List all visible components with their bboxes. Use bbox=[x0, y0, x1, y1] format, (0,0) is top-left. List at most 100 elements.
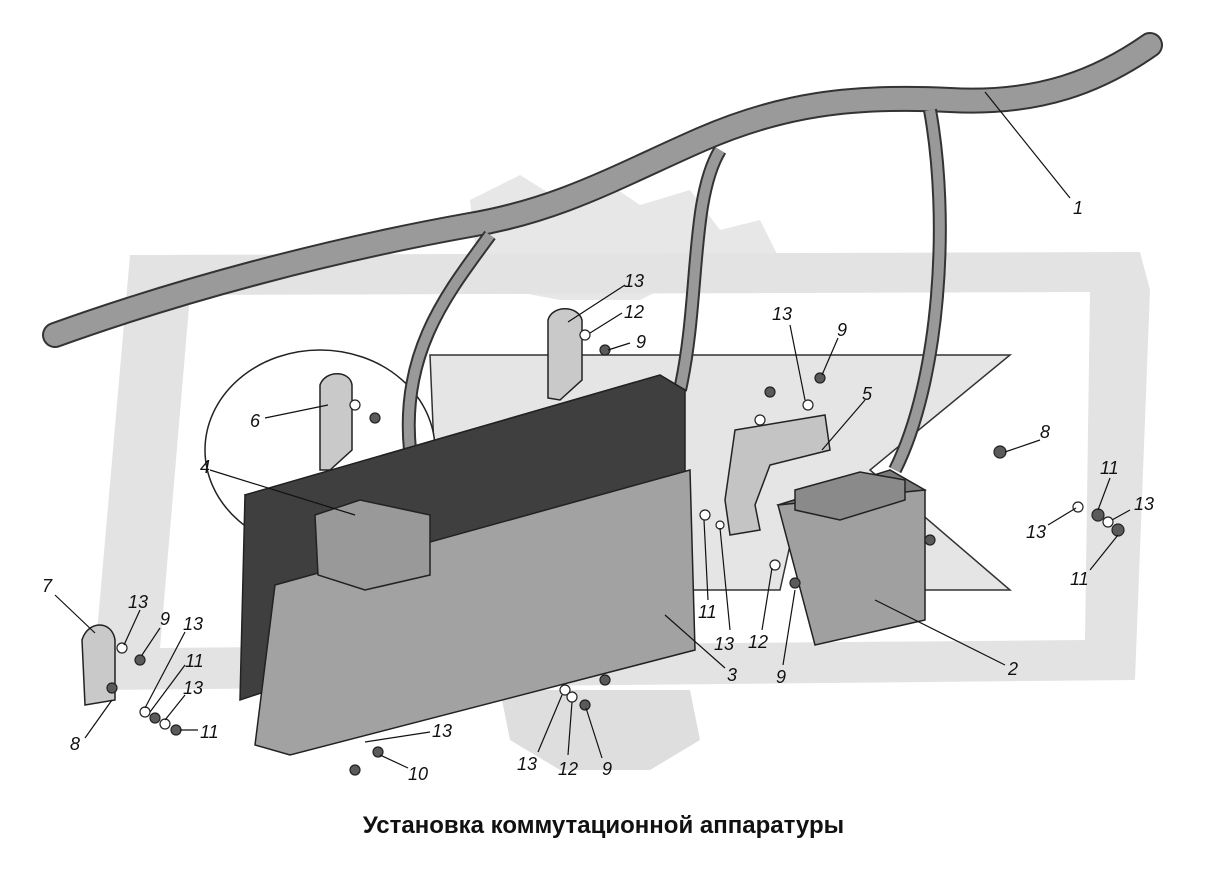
callout-13f: 13 bbox=[183, 614, 203, 634]
bracket-5 bbox=[724, 414, 831, 536]
washer bbox=[566, 691, 578, 703]
callout-13i: 13 bbox=[432, 721, 452, 741]
bracket-6 bbox=[319, 373, 353, 471]
washer bbox=[116, 642, 128, 654]
switching-unit-2 bbox=[776, 469, 927, 646]
callout-13c: 13 bbox=[1026, 522, 1046, 542]
unit3-front bbox=[254, 469, 696, 756]
leader-5 bbox=[821, 399, 866, 451]
washer bbox=[1102, 516, 1114, 528]
leader-11c bbox=[1089, 534, 1119, 571]
callout-7: 7 bbox=[42, 576, 53, 596]
callout-3: 3 bbox=[727, 665, 737, 685]
bracket-top bbox=[547, 308, 583, 401]
leader-3 bbox=[664, 614, 726, 669]
callout-9d: 9 bbox=[602, 759, 612, 779]
leader-13d bbox=[1111, 509, 1131, 521]
bolt-head bbox=[106, 682, 118, 694]
leader-6 bbox=[264, 404, 329, 419]
watermark-gear-bottom bbox=[500, 690, 700, 770]
leader-13a bbox=[567, 284, 626, 323]
harness-branch-left-fill bbox=[403, 232, 495, 451]
bolt-head bbox=[372, 746, 384, 758]
callout-4: 4 bbox=[200, 457, 210, 477]
leader-13f bbox=[144, 631, 186, 709]
callout-10: 10 bbox=[408, 764, 428, 784]
callout-12a: 12 bbox=[624, 302, 644, 322]
callout-11d: 11 bbox=[185, 651, 204, 671]
washer bbox=[802, 399, 814, 411]
leader-2 bbox=[874, 599, 1006, 666]
bolt-head bbox=[789, 577, 801, 589]
bolt-head bbox=[993, 445, 1007, 459]
leader-9c bbox=[141, 627, 161, 656]
callout-2: 2 bbox=[1007, 659, 1018, 679]
leader-lines bbox=[54, 91, 1131, 769]
leader-9b bbox=[821, 337, 839, 376]
leader-4 bbox=[209, 469, 356, 516]
callout-11e: 11 bbox=[200, 722, 219, 742]
bolt-head bbox=[579, 699, 591, 711]
callout-13j: 13 bbox=[517, 754, 537, 774]
unit2-connector bbox=[794, 471, 906, 521]
callout-13g: 13 bbox=[183, 678, 203, 698]
leader-13i bbox=[364, 731, 431, 743]
bolt-head bbox=[349, 764, 361, 776]
leader-11a bbox=[703, 519, 709, 601]
leader-7 bbox=[54, 594, 96, 634]
washer bbox=[769, 559, 781, 571]
leader-12a bbox=[589, 312, 623, 334]
bolt-head bbox=[924, 534, 936, 546]
leader-8b bbox=[1004, 439, 1041, 453]
leader-1 bbox=[984, 91, 1071, 199]
leader-13j bbox=[537, 694, 563, 753]
harness-branch-right-fill bbox=[890, 109, 945, 473]
bolt-head bbox=[134, 654, 146, 666]
fasteners bbox=[106, 329, 1125, 776]
harness-main-fill bbox=[44, 34, 1161, 346]
leader-9e bbox=[782, 589, 796, 666]
leader-12c bbox=[567, 701, 573, 756]
callout-13d: 13 bbox=[1134, 494, 1154, 514]
callout-9e: 9 bbox=[776, 667, 786, 687]
bolt-head bbox=[599, 344, 611, 356]
callout-9c: 9 bbox=[160, 609, 170, 629]
wire-harness bbox=[42, 32, 1163, 474]
callout-5: 5 bbox=[862, 384, 873, 404]
unit3-cap-4 bbox=[314, 499, 431, 591]
leader-12b bbox=[761, 567, 773, 631]
leader-11d bbox=[149, 664, 186, 713]
washer bbox=[559, 684, 571, 696]
leader-9d bbox=[585, 707, 603, 759]
callout-11a: 11 bbox=[698, 602, 717, 622]
washer bbox=[579, 329, 591, 341]
washer bbox=[754, 414, 766, 426]
callout-11b: 11 bbox=[1100, 458, 1119, 478]
harness-branch-mid-fill bbox=[675, 147, 725, 392]
leader-8a bbox=[84, 699, 113, 739]
callout-8a: 8 bbox=[70, 734, 80, 754]
washer bbox=[715, 520, 725, 530]
washer bbox=[1072, 501, 1084, 513]
callout-6: 6 bbox=[250, 411, 261, 431]
callout-8b: 8 bbox=[1040, 422, 1050, 442]
diagram-caption: Установка коммутационной аппаратуры bbox=[362, 812, 845, 839]
washer bbox=[139, 706, 151, 718]
nut bbox=[1091, 508, 1105, 522]
callout-9a: 9 bbox=[636, 332, 646, 352]
bolt-head bbox=[599, 674, 611, 686]
bolt-head bbox=[369, 412, 381, 424]
switching-unit-3 bbox=[239, 374, 696, 756]
leader-11b bbox=[1097, 477, 1111, 511]
callout-12c: 12 bbox=[558, 759, 578, 779]
callout-12b: 12 bbox=[748, 632, 768, 652]
bolt-head bbox=[764, 386, 776, 398]
callout-1: 1 bbox=[1073, 198, 1083, 218]
leader-10 bbox=[379, 754, 409, 769]
callout-11c: 11 bbox=[1070, 569, 1089, 589]
callout-13a: 13 bbox=[624, 271, 644, 291]
washer bbox=[349, 399, 361, 411]
leader-13c bbox=[1047, 507, 1077, 526]
